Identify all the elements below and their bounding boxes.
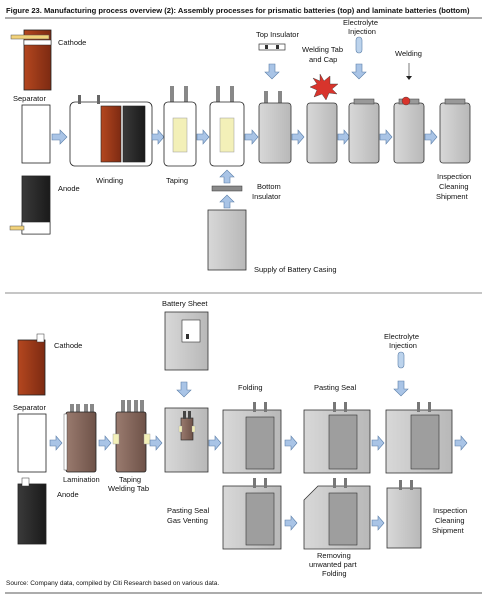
laminated-stack — [63, 404, 97, 473]
welded-cell — [306, 102, 338, 164]
flow-arrow — [284, 515, 298, 531]
battery-sheet-label: Battery Sheet — [162, 299, 208, 308]
welding-tab-label: Welding Tab and Cap — [302, 45, 345, 64]
flow-arrow — [49, 435, 63, 451]
flow-arrow — [244, 129, 259, 145]
supply-casing-label: Supply of Battery Casing — [254, 265, 337, 274]
injected-cell — [348, 98, 380, 164]
inspection-label-2: Inspection Cleaning Shipment — [432, 506, 469, 535]
flow-arrow — [454, 435, 468, 451]
flow-arrow — [51, 129, 68, 145]
flow-arrow-down — [176, 381, 192, 398]
flow-arrow — [151, 129, 165, 145]
flow-arrow — [284, 435, 298, 451]
cathode-label: Cathode — [58, 38, 86, 47]
flow-arrow-up — [219, 169, 235, 184]
injected-pouch — [385, 402, 453, 474]
insulated-cell — [209, 86, 245, 167]
electrolyte-nozzle-icon-2 — [397, 351, 405, 369]
bottom-insulator-part — [211, 185, 243, 192]
welding-pointer-head — [406, 76, 412, 80]
winding-label: Winding — [96, 176, 123, 185]
taping-label: Taping — [166, 176, 188, 185]
flow-arrow — [291, 129, 305, 145]
flow-arrow-down — [393, 380, 409, 397]
finished-laminate-cell — [386, 480, 422, 549]
anode-label: Anode — [58, 184, 80, 193]
gas-venting-pouch — [222, 478, 282, 550]
cathode-sheet — [10, 29, 52, 91]
welding-label: Welding — [395, 49, 422, 58]
anode-sheet — [9, 175, 51, 235]
taped-stack — [112, 400, 151, 473]
removing-label: Removing unwanted part Folding — [309, 551, 359, 578]
lamination-label: Lamination — [63, 475, 100, 484]
taping-welding-label: Taping Welding Tab — [108, 475, 149, 493]
flow-arrow — [379, 129, 393, 145]
flow-arrow-up — [219, 194, 235, 209]
flow-arrow — [208, 435, 222, 451]
folding-label: Folding — [238, 383, 263, 392]
flow-arrow — [196, 129, 210, 145]
sealed-cell — [393, 96, 425, 164]
flow-arrow — [337, 129, 351, 145]
flow-arrow — [149, 435, 163, 451]
flow-arrow — [371, 515, 385, 531]
top-insulator-part — [258, 43, 286, 51]
prismatic-section: Cathode Separator Anode Winding — [9, 18, 473, 274]
battery-sheet — [164, 311, 209, 371]
trimmed-pouch — [303, 478, 371, 550]
pasting-seal-label: Pasting Seal — [314, 383, 356, 392]
cathode-label-2: Cathode — [54, 341, 82, 350]
separator-sheet-2 — [17, 413, 47, 473]
weld-spark-icon — [309, 73, 339, 101]
separator-sheet — [21, 104, 51, 164]
gas-venting-label: Pasting Seal Gas Venting — [167, 506, 211, 525]
anode-sheet-2 — [17, 477, 47, 545]
laminate-section: Battery Sheet Cathode Separator Anode — [13, 299, 469, 578]
flow-arrow-down — [351, 63, 367, 80]
cell-with-top-insulator — [258, 91, 292, 164]
taping-cell — [163, 86, 197, 167]
source-note: Source: Company data, compiled by Citi R… — [6, 580, 219, 587]
flow-arrow — [371, 435, 385, 451]
battery-casing — [207, 209, 247, 271]
folded-pouch — [222, 402, 282, 474]
winding-assembly — [69, 95, 153, 167]
flow-arrow — [98, 435, 112, 451]
bottom-insulator-label: Bottom Insulator — [252, 182, 283, 201]
separator-label: Separator — [13, 94, 46, 103]
cathode-sheet-2 — [17, 333, 46, 396]
anode-label-2: Anode — [57, 490, 79, 499]
sealed-pouch — [303, 402, 371, 474]
figure-title: Figure 23. Manufacturing process overvie… — [6, 6, 470, 15]
flow-arrow-down — [264, 63, 280, 80]
electrolyte-label-2: Electrolyte Injection — [384, 332, 421, 350]
top-insulator-label: Top Insulator — [256, 30, 299, 39]
inspection-label: Inspection Cleaning Shipment — [436, 172, 473, 201]
stack-in-sheet — [164, 407, 209, 473]
flow-arrow — [424, 129, 438, 145]
electrolyte-nozzle-icon — [355, 36, 363, 54]
electrolyte-label: Electrolyte Injection — [343, 18, 380, 36]
finished-prismatic-cell — [439, 98, 471, 164]
separator-label-2: Separator — [13, 403, 46, 412]
